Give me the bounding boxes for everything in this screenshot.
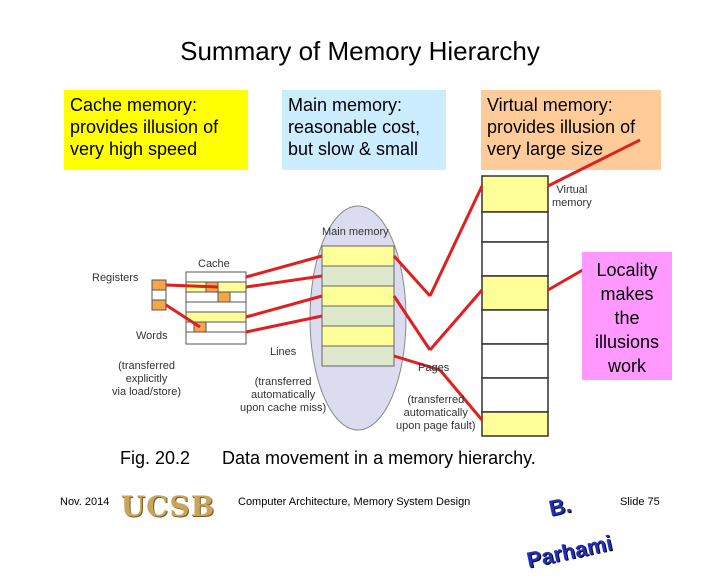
transfer-lines [165, 138, 641, 421]
virtual-memory-label: Virtual memory [552, 184, 592, 209]
cache-memory-box: Cache memory: provides illusion of very … [64, 90, 248, 170]
slide-title: Summary of Memory Hierarchy [180, 36, 540, 66]
footer-course: Computer Architecture, Memory System Des… [238, 496, 471, 508]
ucsb-logo: UCSB [120, 490, 216, 523]
footer-date: Nov. 2014 [60, 496, 110, 508]
main-memory-box: Main memory: reasonable cost, but slow &… [282, 90, 446, 170]
pages-label: Pages [418, 362, 450, 374]
slide-number: Slide 75 [620, 496, 660, 508]
cache-block [185, 271, 247, 345]
lines-note: (transferred automatically upon cache mi… [240, 376, 327, 414]
figure-number: Fig. 20.2 [120, 448, 191, 468]
main-memory-label: Main memory [322, 226, 389, 238]
pages-note: (transferred automatically upon page fau… [396, 394, 476, 432]
lines-label: Lines [270, 346, 297, 358]
registers-label: Registers [92, 272, 139, 284]
registers-block [151, 279, 167, 311]
main-memory-rows [321, 245, 395, 367]
virtual-memory-column [481, 175, 549, 437]
words-label: Words [136, 330, 168, 342]
cache-label: Cache [198, 258, 230, 270]
words-note: (transferred explicitly via load/store) [112, 360, 182, 398]
memory-hierarchy-diagram [151, 138, 641, 437]
locality-box: Locality makes the illusions work [582, 252, 672, 380]
figure-caption: Data movement in a memory hierarchy. [222, 448, 536, 468]
virtual-memory-box: Virtual memory: provides illusion of ver… [481, 90, 661, 170]
